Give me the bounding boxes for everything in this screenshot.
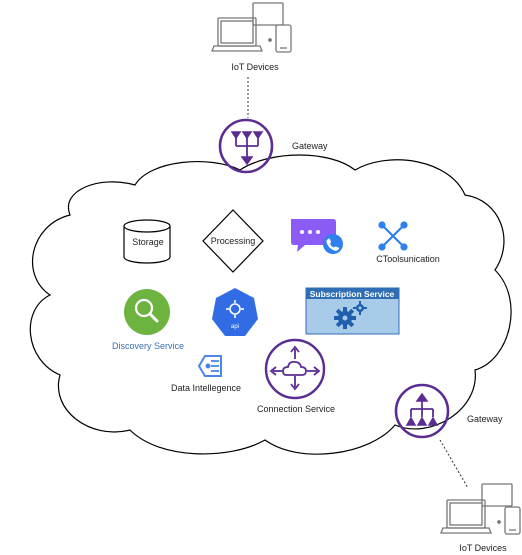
gateway-icon bbox=[394, 383, 450, 439]
magnifier-icon bbox=[134, 298, 159, 323]
storage-label: Storage bbox=[132, 237, 164, 247]
database-icon bbox=[123, 219, 171, 264]
subscription-label: Subscription Service bbox=[310, 289, 395, 299]
kubernetes-heptagon-icon bbox=[212, 288, 258, 336]
gateway-bottom[interactable]: Gateway bbox=[394, 383, 503, 439]
data-intelligence-node[interactable]: Data Intellegence bbox=[171, 355, 241, 393]
communication-node[interactable]: CToolsunication bbox=[376, 221, 440, 265]
communication-label: CToolsunication bbox=[376, 254, 440, 264]
subscription-title-bar bbox=[306, 288, 399, 299]
decision-diamond-icon bbox=[202, 209, 264, 273]
gateway-top-label: Gateway bbox=[292, 141, 328, 151]
gears-icon bbox=[334, 301, 367, 329]
connection-node[interactable]: Connection Service bbox=[257, 338, 335, 414]
gateway-top[interactable]: Gateway bbox=[218, 118, 328, 174]
data-intelligence-icon bbox=[197, 355, 222, 377]
discovery-label: Discovery Service bbox=[112, 341, 184, 351]
api-label: api bbox=[231, 324, 239, 330]
gateway-icon bbox=[218, 118, 274, 174]
iot-top-label: IoT Devices bbox=[231, 62, 279, 72]
storage-node[interactable]: Storage bbox=[123, 219, 171, 264]
gateway-bottom-label: Gateway bbox=[467, 414, 503, 424]
connector-bottom bbox=[439, 439, 469, 489]
processing-label: Processing bbox=[211, 236, 256, 246]
devices-icon bbox=[211, 2, 292, 53]
chat-call-icon[interactable] bbox=[291, 219, 343, 254]
network-cloud-icon bbox=[264, 338, 326, 400]
data-intelligence-label: Data Intellegence bbox=[171, 383, 241, 393]
devices-icon bbox=[440, 483, 521, 535]
discovery-node[interactable]: Discovery Service bbox=[112, 289, 184, 351]
settings-icon bbox=[226, 300, 244, 318]
discovery-circle bbox=[124, 289, 170, 335]
connection-label: Connection Service bbox=[257, 404, 335, 414]
iot-bottom-label: IoT Devices bbox=[459, 543, 507, 553]
tools-icon bbox=[378, 221, 408, 251]
api-node[interactable]: api bbox=[212, 288, 258, 336]
processing-node[interactable]: Processing bbox=[202, 209, 264, 273]
iot-devices-top[interactable]: IoT Devices bbox=[211, 2, 292, 72]
subscription-node[interactable]: Subscription Service bbox=[305, 287, 400, 335]
iot-devices-bottom[interactable]: IoT Devices bbox=[440, 483, 521, 553]
